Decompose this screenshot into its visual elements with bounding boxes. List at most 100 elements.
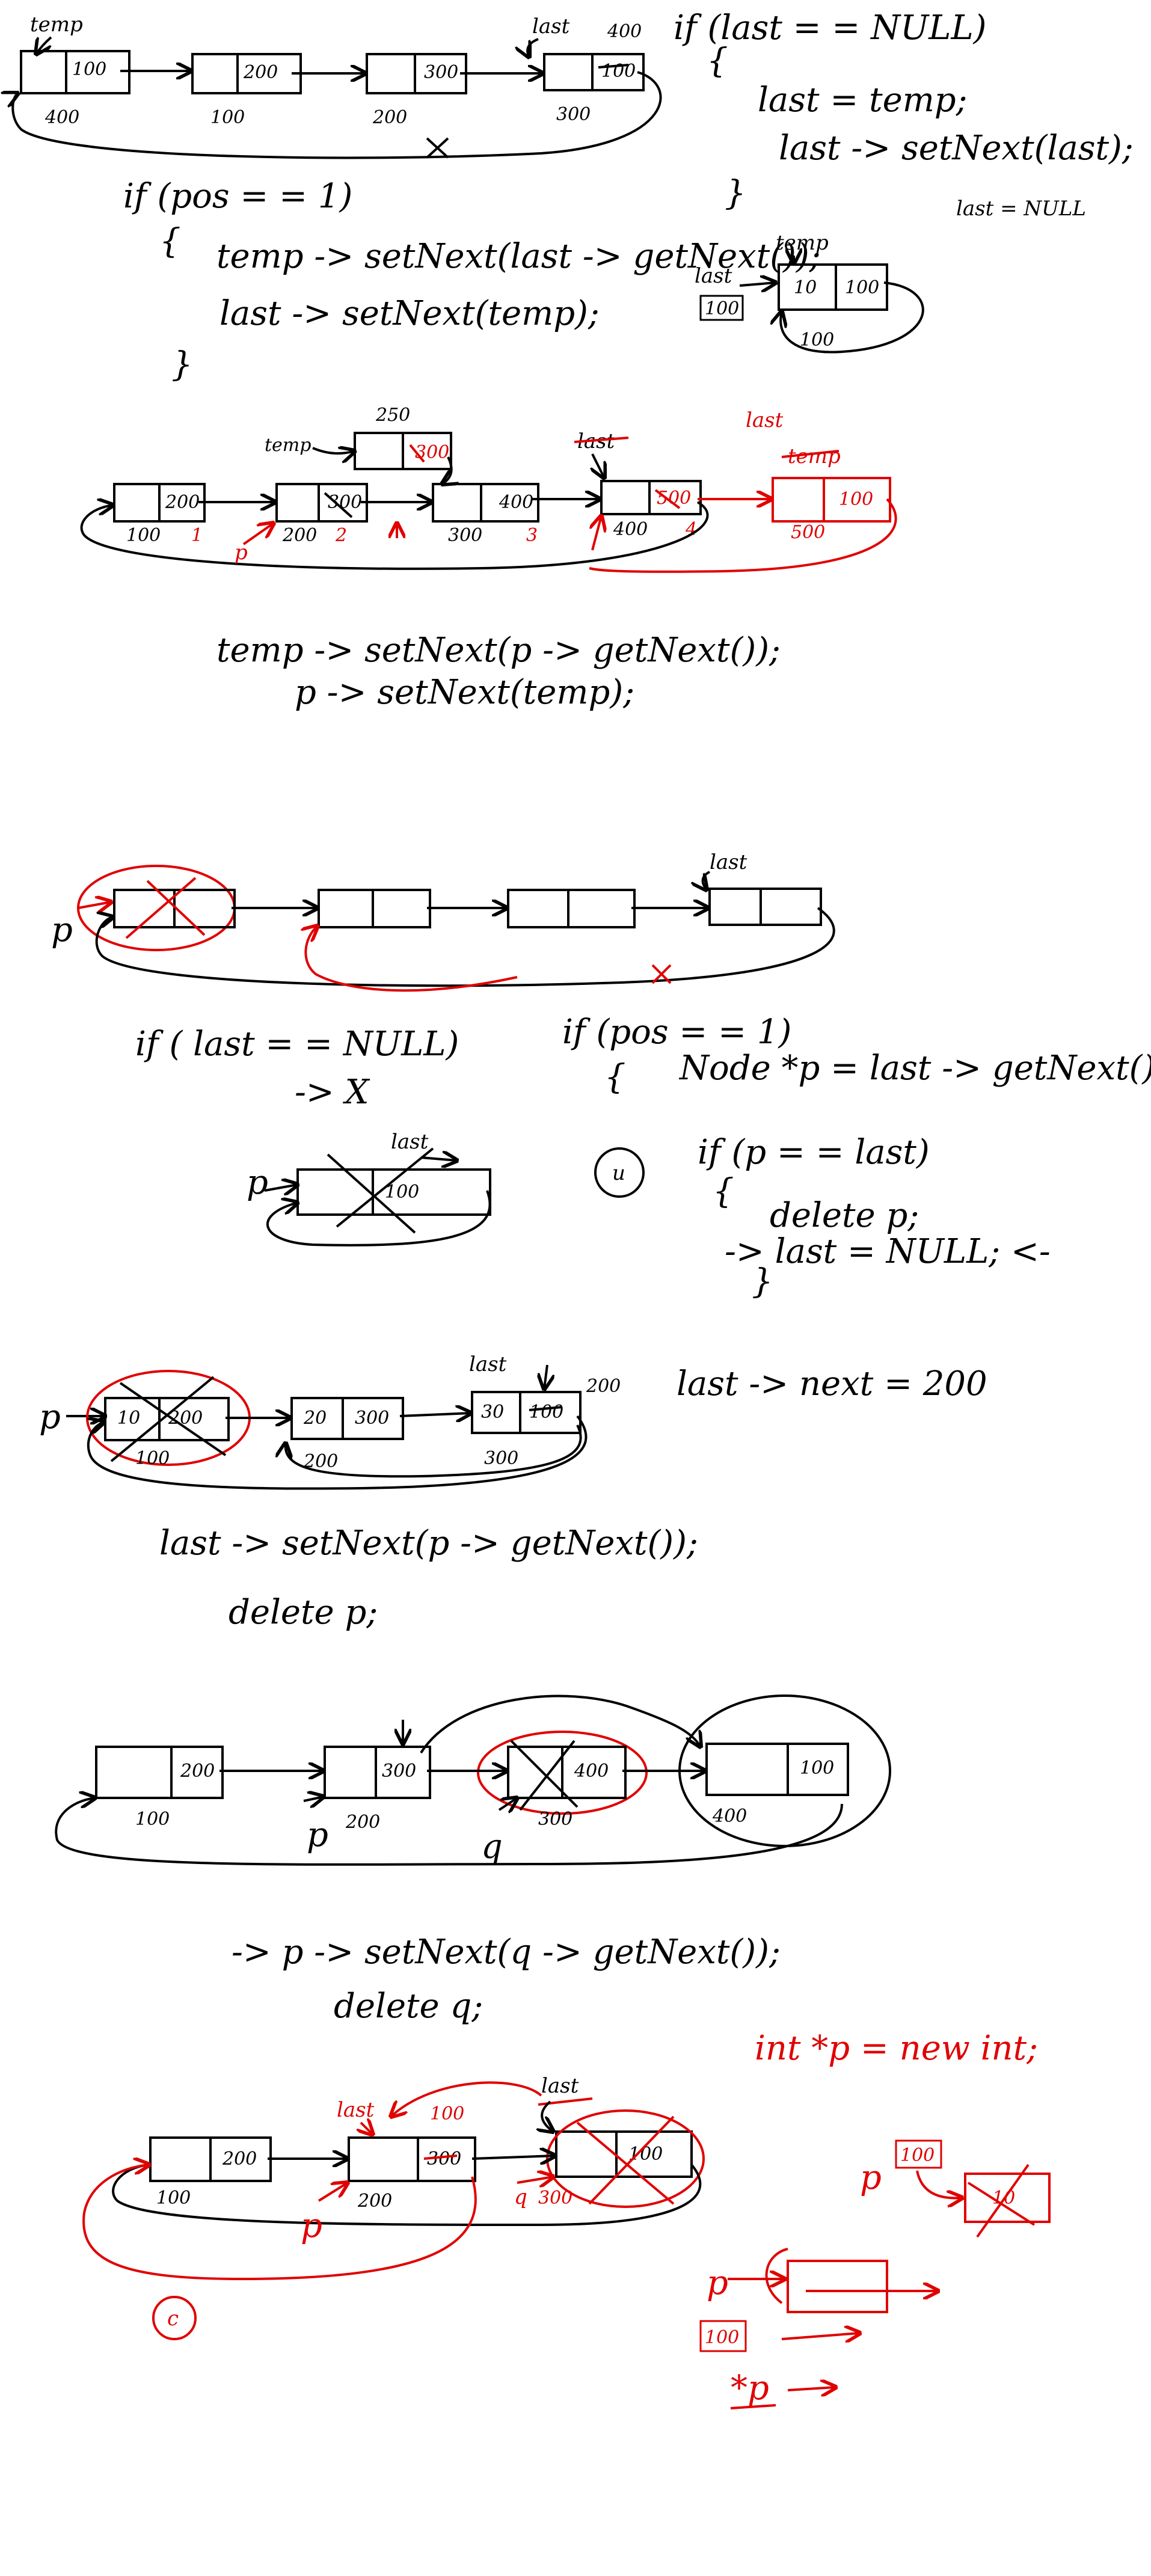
temp-arrow [312, 448, 355, 453]
last-arrow [542, 2100, 553, 2132]
code-line: -> X [295, 1073, 370, 1112]
p2-box-value: 100 [705, 2327, 739, 2348]
node-next: 300 [382, 1761, 416, 1782]
temp-node [354, 432, 452, 470]
strike-mark [423, 2154, 458, 2160]
node-next: 300 [355, 1408, 389, 1429]
code-line: last -> setNext(p -> getNext()); [159, 1524, 698, 1563]
last-arrow [592, 453, 604, 478]
last-label: last [469, 1352, 507, 1376]
code-line: if (last = = NULL) [674, 8, 987, 48]
last-label-new: last [337, 2098, 375, 2122]
node-addr: 100 [135, 1809, 170, 1830]
delete-cross [146, 880, 206, 936]
last-move-arrow [391, 2081, 542, 2117]
p-label: p [301, 2206, 322, 2245]
deleted-node-circle [77, 865, 236, 951]
node-addr: 100 [800, 330, 834, 351]
delete-cross [125, 877, 197, 939]
case-label: u [612, 1161, 625, 1185]
node-value: 30 [481, 1402, 504, 1423]
section-delete-first: p last if ( last = = NULL) -> X p last 1… [51, 850, 1151, 1301]
strike-mark [574, 437, 629, 443]
node-next: 100 [72, 59, 106, 80]
code-line: if (p = = last) [698, 1133, 930, 1172]
node-next: 400 [499, 492, 533, 513]
p-box-value: 100 [900, 2145, 935, 2166]
delete-cross [510, 1740, 579, 1808]
temp-node-addr: 250 [375, 405, 410, 426]
list-node [555, 2130, 693, 2178]
last-value: 100 [430, 2103, 464, 2124]
node-addr: 400 [712, 1806, 747, 1827]
p-step-arrow [592, 516, 601, 551]
strike-mark [324, 492, 353, 518]
p-arrow [303, 1797, 324, 1801]
p2-bracket [765, 2248, 788, 2304]
last-arrow [361, 2123, 373, 2135]
heap-box [964, 2173, 1051, 2223]
p-to-heap-arrow [916, 2170, 962, 2198]
p-arrow [242, 523, 274, 545]
bypass-link [420, 1694, 701, 1754]
node-next: 100 [845, 277, 879, 298]
new-circular-link [82, 2165, 477, 2281]
delete-cross [588, 2115, 675, 2205]
case-label: c [167, 2307, 179, 2331]
node-value: 20 [303, 1408, 327, 1429]
circular-link [112, 2165, 702, 2227]
node-next: 200 [243, 62, 278, 83]
strike-mark [409, 444, 425, 463]
cut-mark [651, 964, 672, 984]
p-label: p [307, 1815, 328, 1854]
link-arrow [399, 1413, 471, 1416]
heap-arrow [781, 2333, 860, 2339]
code-line: delete q; [334, 1987, 483, 2026]
node-addr: 200 [357, 2191, 392, 2212]
p-label: p [39, 1397, 61, 1437]
cut-mark [426, 137, 449, 159]
code-line: delete p; [770, 1196, 919, 1235]
node-next: 100 [601, 61, 636, 82]
last-label: last [710, 850, 747, 874]
code-line: temp -> setNext(p -> getNext()); [216, 631, 781, 670]
q-label: q [514, 2185, 527, 2209]
strike-mark [529, 1406, 563, 1411]
node-pos: 1 [191, 525, 203, 546]
last-pointer [739, 283, 776, 286]
delete-cross [976, 2164, 1030, 2238]
node-addr: 300 [538, 2188, 572, 2209]
last-label: last [532, 14, 570, 38]
delete-cross [519, 1740, 576, 1811]
target-node-circle [678, 1694, 891, 1847]
side-value: 200 [586, 1376, 621, 1397]
last-box-value: 100 [705, 298, 739, 319]
section-delete-middle: 200 100 300 200 400 300 100 400 p q -> p… [55, 1694, 891, 2026]
circular-link [80, 502, 709, 570]
code-line: } [752, 1262, 773, 1301]
node-addr: 400 [45, 107, 79, 128]
code-line: if ( last = = NULL) [135, 1025, 459, 1064]
node-value: 10 [794, 277, 817, 298]
case-circle [594, 1147, 645, 1198]
temp-label: temp [265, 435, 311, 456]
new-circular-link [589, 498, 897, 573]
strike-mark [781, 450, 839, 458]
list-node [708, 888, 822, 926]
link-arrow [471, 2156, 555, 2159]
p-label: p [235, 541, 248, 565]
single-last-label: last [391, 1130, 429, 1154]
node-addr: 300 [556, 104, 591, 125]
code-line: temp -> setNext(last -> getNext()); [216, 237, 821, 276]
last-box [699, 295, 744, 321]
p-pointer-label: p [860, 2158, 882, 2197]
last-arrow [420, 1158, 457, 1161]
node-next: 200 [180, 1761, 215, 1782]
code-line: -> last = NULL; <- [725, 1232, 1051, 1271]
heap-box [787, 2260, 888, 2313]
node-pos: 3 [526, 525, 538, 546]
code-line: last -> setNext(temp); [219, 294, 600, 333]
node-addr: 200 [282, 525, 317, 546]
new-link [305, 926, 518, 992]
deref-arrow [787, 2387, 836, 2390]
